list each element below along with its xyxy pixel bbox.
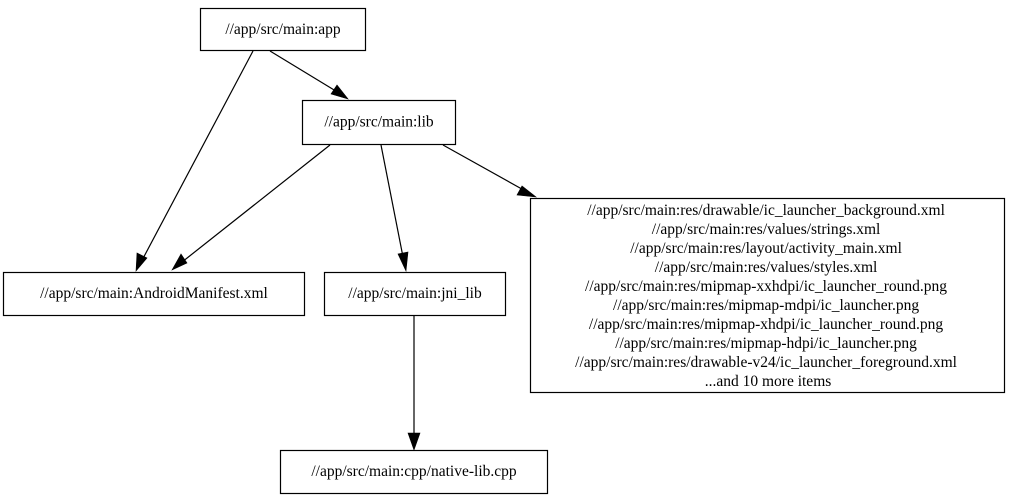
node-res-box[interactable] xyxy=(529,197,1006,394)
node-lib[interactable]: //app/src/main:lib xyxy=(301,99,457,146)
edge-lib-to-jnilib xyxy=(380,144,409,273)
node-res-label: //app/src/main:res/drawable/ic_launcher_… xyxy=(575,202,961,390)
edge-app-to-manifest-arrowhead xyxy=(135,252,148,272)
edge-lib-to-manifest-arrowhead xyxy=(171,253,188,271)
edge-app-to-manifest xyxy=(135,50,254,272)
edge-app-to-manifest-line xyxy=(138,50,254,267)
edge-lib-to-manifest xyxy=(171,144,331,271)
node-jni-lib[interactable]: //app/src/main:jni_lib xyxy=(323,271,507,317)
edge-layer xyxy=(135,50,538,451)
edge-lib-to-res-arrowhead xyxy=(516,185,538,198)
edge-app-to-lib-arrowhead xyxy=(330,84,349,100)
node-res-line: //app/src/main:res/values/strings.xml xyxy=(652,221,881,238)
node-res-line: //app/src/main:res/drawable/ic_launcher_… xyxy=(587,202,945,219)
node-androidmanifest-label: //app/src/main:AndroidManifest.xml xyxy=(40,285,268,302)
node-app[interactable]: //app/src/main:app xyxy=(199,7,367,52)
node-res-line: //app/src/main:res/layout/activity_main.… xyxy=(630,240,902,257)
edge-app-to-lib-line xyxy=(269,50,345,97)
edge-lib-to-manifest-line xyxy=(176,144,331,267)
node-lib-label: //app/src/main:lib xyxy=(324,114,434,131)
edge-jnilib-to-native-arrowhead xyxy=(407,432,421,451)
node-native-lib-cpp-label: //app/src/main:cpp/native-lib.cpp xyxy=(311,463,517,480)
node-res-line: ...and 10 more items xyxy=(705,373,832,390)
node-res-line: //app/src/main:res/mipmap-xhdpi/ic_launc… xyxy=(589,316,944,333)
edge-lib-to-jnilib-arrowhead xyxy=(397,251,409,273)
node-res-line: //app/src/main:res/values/styles.xml xyxy=(655,259,878,276)
node-res-line: //app/src/main:res/mipmap-mdpi/ic_launch… xyxy=(613,297,919,314)
node-androidmanifest-box[interactable] xyxy=(2,271,306,317)
edge-lib-to-res-line xyxy=(442,144,530,194)
node-app-box[interactable] xyxy=(199,7,367,52)
node-native-lib-cpp-box[interactable] xyxy=(279,449,549,495)
node-jni-lib-label: //app/src/main:jni_lib xyxy=(348,285,482,302)
node-androidmanifest[interactable]: //app/src/main:AndroidManifest.xml xyxy=(2,271,306,317)
node-app-label: //app/src/main:app xyxy=(225,21,341,38)
node-res-line: //app/src/main:res/mipmap-hdpi/ic_launch… xyxy=(615,335,917,352)
edge-jnilib-to-native xyxy=(407,316,421,451)
node-lib-box[interactable] xyxy=(301,99,457,146)
edge-lib-to-res xyxy=(442,144,538,198)
node-res-line: //app/src/main:res/drawable-v24/ic_launc… xyxy=(575,354,957,371)
node-res-group[interactable]: //app/src/main:res/drawable/ic_launcher_… xyxy=(529,197,1006,394)
edge-app-to-lib xyxy=(269,50,349,100)
node-jni-lib-box[interactable] xyxy=(323,271,507,317)
edge-lib-to-jnilib-line xyxy=(380,144,405,263)
node-layer: //app/src/main:app //app/src/main:lib //… xyxy=(2,7,1006,495)
node-native-lib-cpp[interactable]: //app/src/main:cpp/native-lib.cpp xyxy=(279,449,549,495)
node-res-line: //app/src/main:res/mipmap-xxhdpi/ic_laun… xyxy=(585,278,947,295)
